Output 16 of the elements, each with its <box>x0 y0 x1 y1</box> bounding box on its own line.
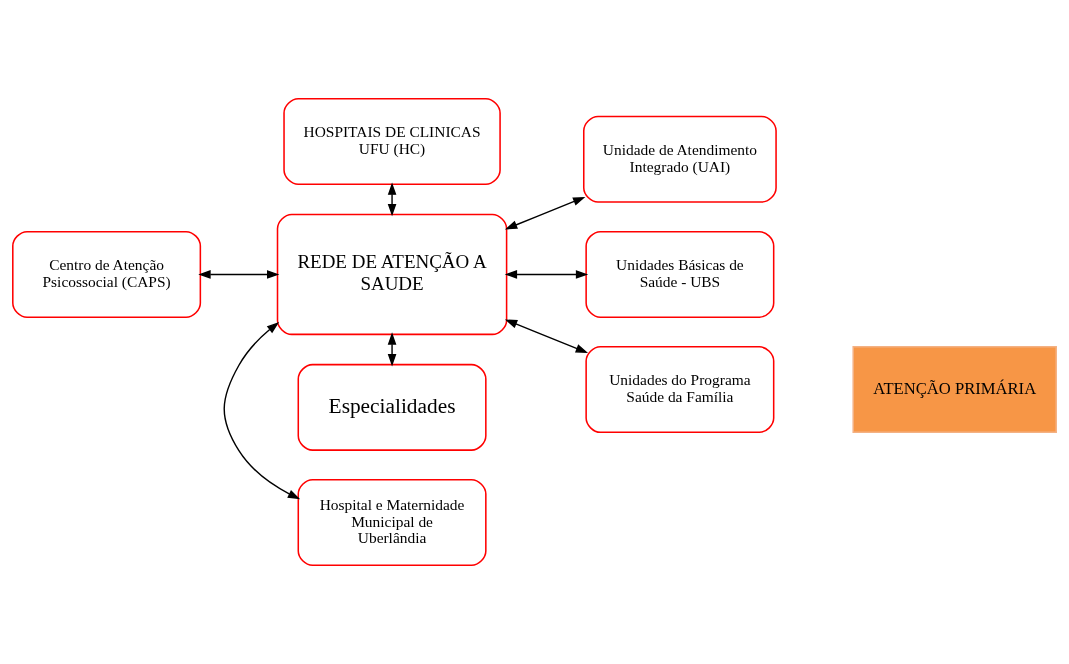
arrow <box>504 270 589 279</box>
node-box: Unidade de Atendimento Integrado (UAI) <box>583 115 777 203</box>
node-box: ATENÇÃO PRIMÁRIA <box>852 346 1057 434</box>
node-box: REDE DE ATENÇÃO A SAUDE <box>276 213 508 336</box>
arrow <box>198 270 280 279</box>
node-box: Hospital e Maternidade Municipal de Uberlândia <box>297 479 487 566</box>
node-box: Unidades do Programa Saúde da Família <box>585 346 775 434</box>
node-box: Unidades Básicas de Saúde - UBS <box>585 230 775 318</box>
arrow <box>504 319 589 353</box>
arrow <box>223 322 301 500</box>
node-box: Especialidades <box>297 363 487 451</box>
node-box: Centro de Atenção Psicossocial (CAPS) <box>12 230 202 318</box>
arrow <box>387 332 397 367</box>
node-box: HOSPITAIS DE CLINICAS UFU (HC) <box>283 98 501 185</box>
arrow <box>504 196 586 230</box>
arrow <box>387 182 397 217</box>
